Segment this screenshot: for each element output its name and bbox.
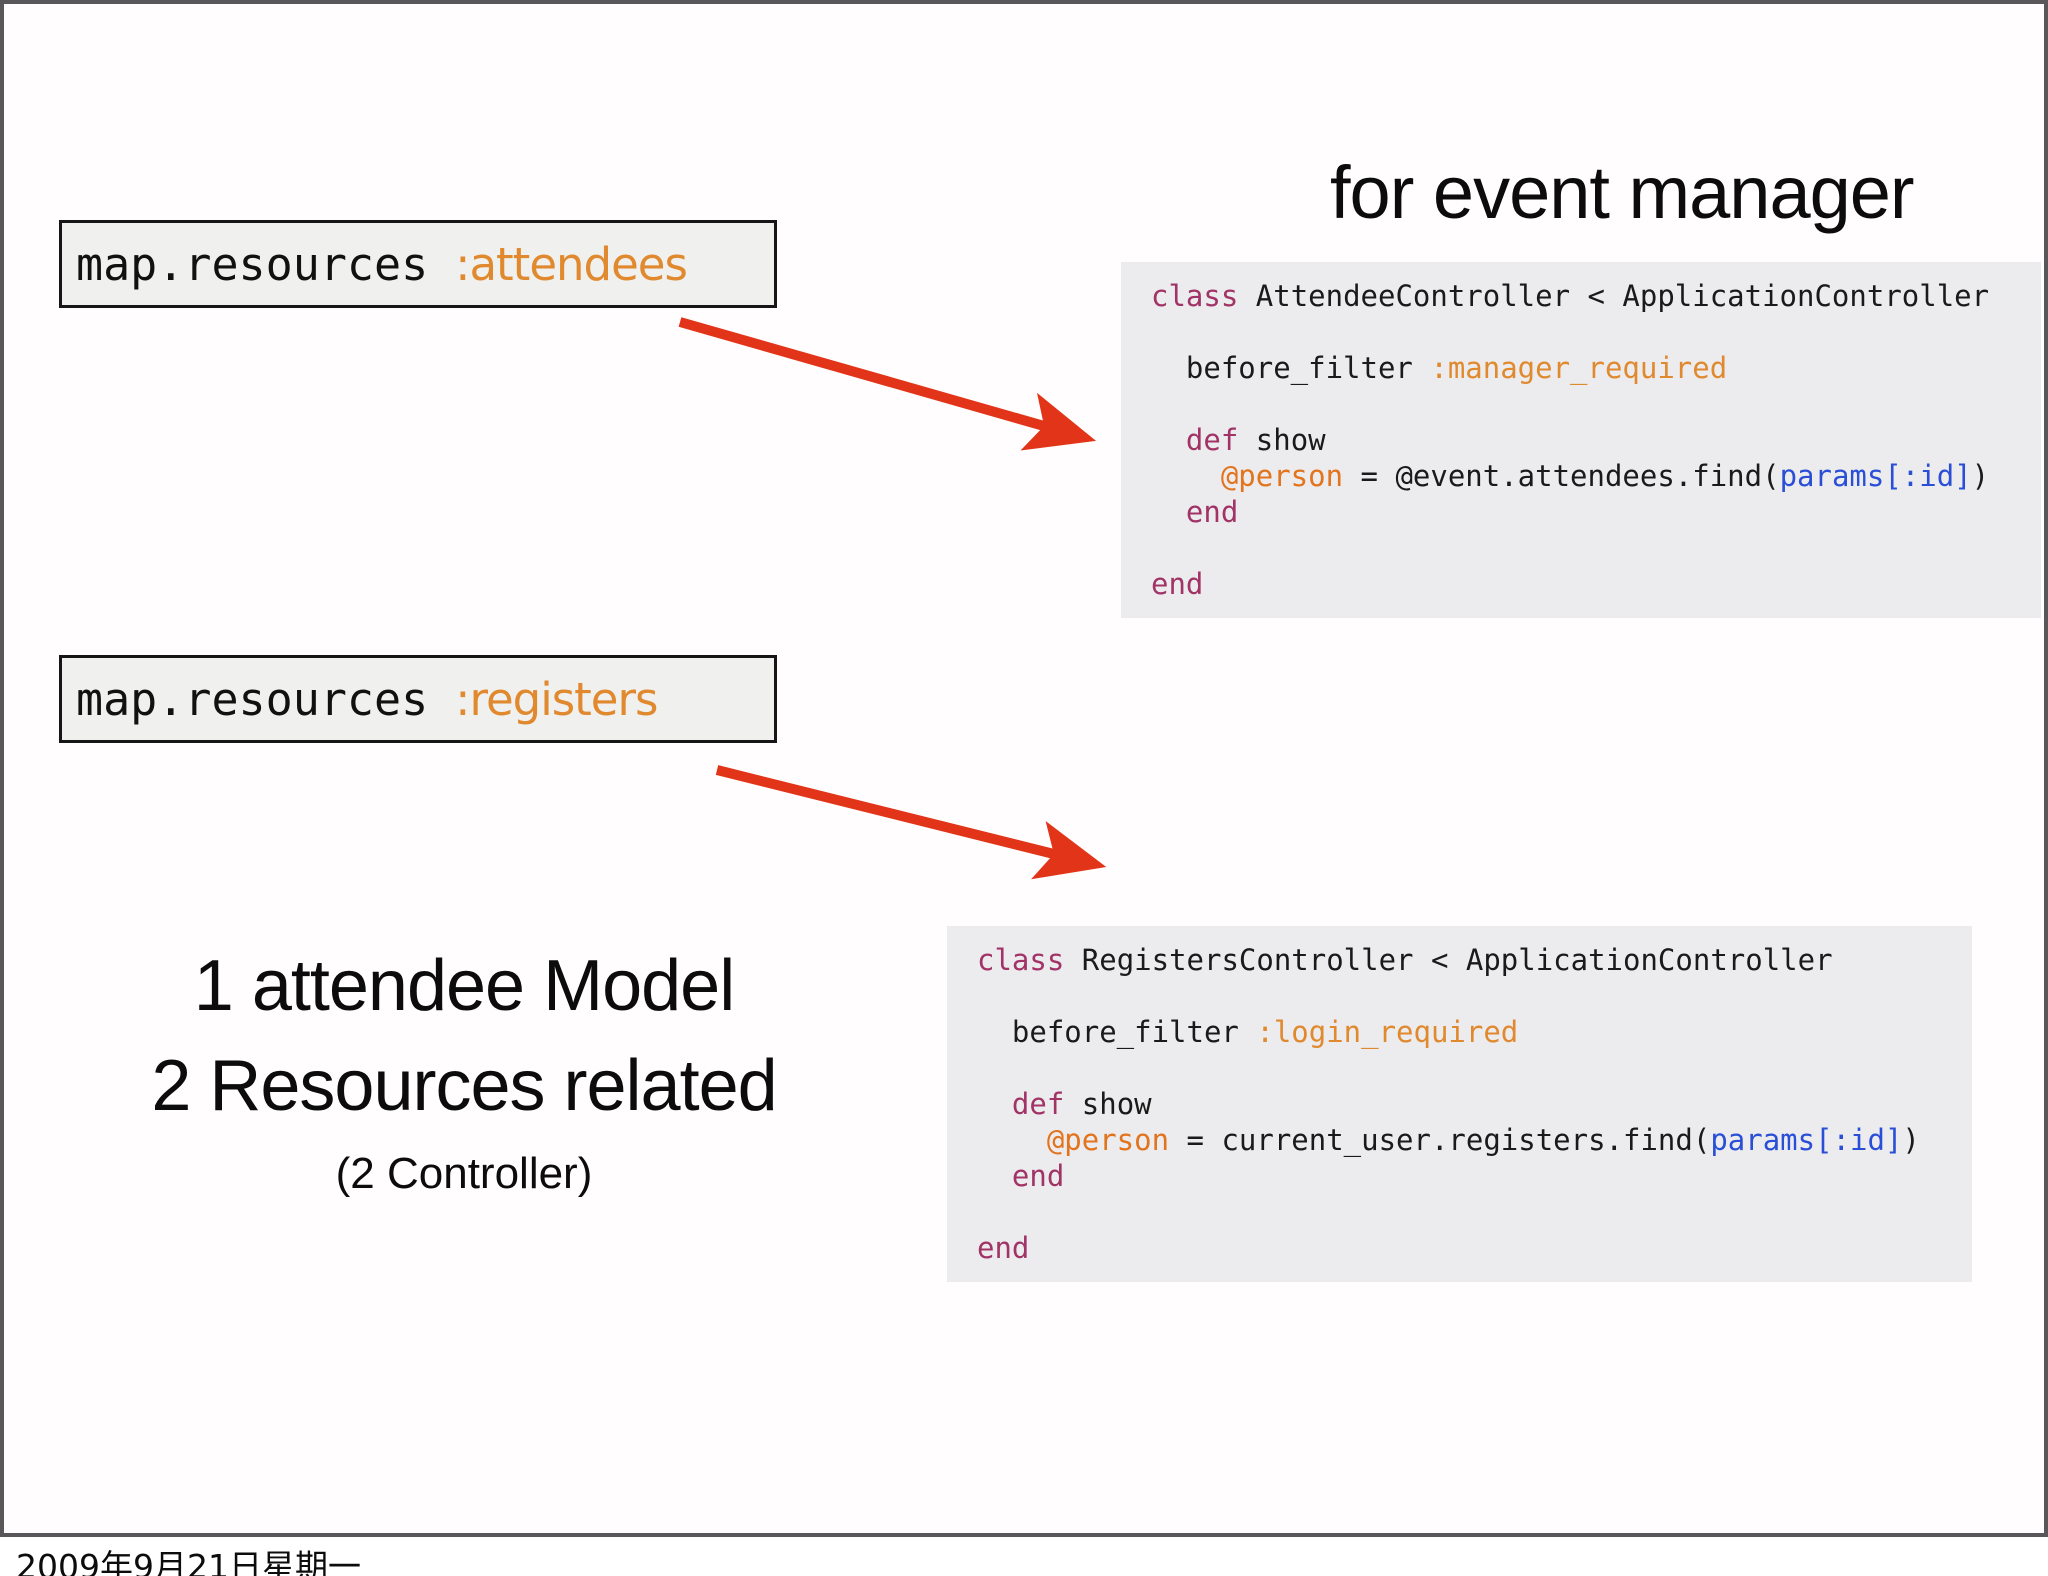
summary-line-2: 2 Resources related bbox=[151, 1046, 777, 1126]
code-block-registers-controller: class RegistersController < ApplicationC… bbox=[947, 926, 1972, 1282]
route-box-attendees: map.resources :attendees bbox=[59, 220, 777, 308]
code-line: def show bbox=[1011, 1087, 1152, 1121]
code-line: before_filter :manager_required bbox=[1151, 351, 1728, 385]
summary-line-3: (2 Controller) bbox=[335, 1149, 593, 1198]
arrow-attendees-to-controller bbox=[678, 317, 1097, 451]
summary-text: 1 attendee Model 2 Resources related (2 … bbox=[64, 936, 864, 1206]
route-code-prefix: map.resources bbox=[76, 672, 456, 726]
code-line bbox=[1151, 314, 2041, 350]
code-line bbox=[1151, 386, 2041, 422]
code-line: class AttendeeController < ApplicationCo… bbox=[1151, 279, 1990, 313]
code-line: end bbox=[1185, 495, 1239, 529]
route-symbol-registers: :registers bbox=[455, 672, 658, 726]
slide-title: for event manager bbox=[1330, 151, 1915, 234]
slide-frame: map.resources :attendees for event manag… bbox=[0, 0, 2048, 1537]
code-line: end bbox=[1011, 1159, 1065, 1193]
route-code-prefix: map.resources bbox=[76, 237, 456, 291]
code-line: end bbox=[977, 1231, 1030, 1265]
code-line: end bbox=[1151, 567, 1204, 601]
code-line: @person = current_user.registers.find(pa… bbox=[1046, 1123, 1920, 1157]
code-line: @person = @event.attendees.find(params[:… bbox=[1220, 459, 1990, 493]
arrow-registers-to-controller bbox=[715, 765, 1107, 880]
code-line: before_filter :login_required bbox=[977, 1015, 1519, 1049]
code-line: def show bbox=[1185, 423, 1326, 457]
route-box-registers: map.resources :registers bbox=[59, 655, 777, 743]
code-line bbox=[1151, 530, 2041, 566]
code-line: class RegistersController < ApplicationC… bbox=[977, 943, 1833, 977]
code-line bbox=[977, 1194, 1972, 1230]
route-symbol-attendees: :attendees bbox=[455, 237, 688, 291]
code-line bbox=[977, 1050, 1972, 1086]
code-block-attendee-controller: class AttendeeController < ApplicationCo… bbox=[1121, 262, 2041, 618]
footer-date: 2009年9月21日星期一 bbox=[16, 1547, 361, 1576]
summary-line-1: 1 attendee Model bbox=[193, 946, 735, 1026]
code-line bbox=[977, 978, 1972, 1014]
